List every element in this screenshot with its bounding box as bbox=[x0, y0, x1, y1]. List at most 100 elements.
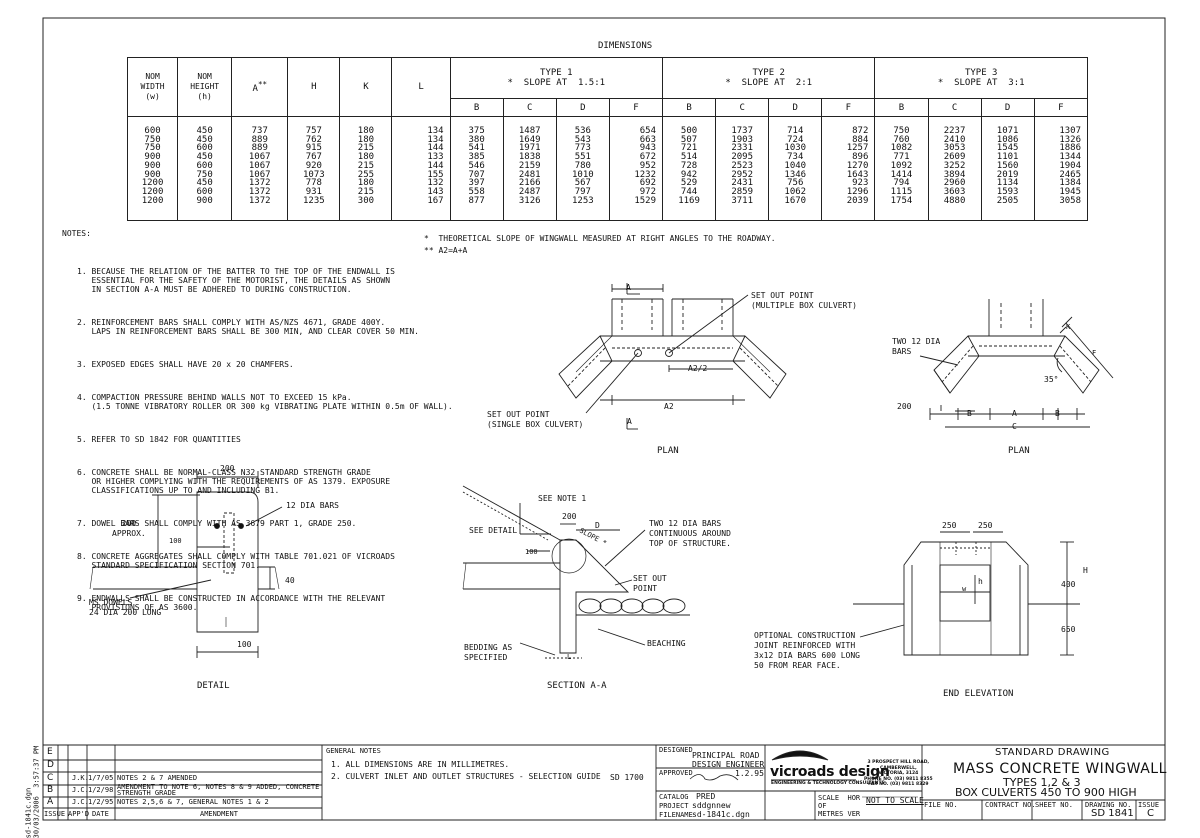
issue-label: ISSUE bbox=[1138, 801, 1160, 809]
contract-no-label: CONTRACT NO. bbox=[985, 801, 1036, 809]
table-column: 2237 2410 3053 2609 3252 3894 2960 3603 … bbox=[927, 116, 982, 221]
end-h-lower: h bbox=[978, 577, 983, 586]
section-l: L bbox=[567, 653, 572, 661]
footnote-slope: * THEORETICAL SLOPE OF WINGWALL MEASURED… bbox=[424, 234, 776, 243]
revision-date-b: 1/2/98 bbox=[88, 786, 114, 794]
revision-issue-a: A bbox=[47, 797, 54, 807]
header-type1: TYPE 1 * SLOPE AT 1.5:1 bbox=[449, 57, 664, 99]
table-column: 750 760 1082 771 1092 1414 794 1115 1754 bbox=[874, 116, 929, 221]
plan-view-1 bbox=[558, 283, 787, 430]
general-note-item: 1. ALL DIMENSIONS ARE IN MILLIMETRES. bbox=[331, 760, 510, 769]
plan1-caption: PLAN bbox=[657, 446, 679, 456]
general-note-item: 2. CULVERT INLET AND OUTLET STRUCTURES -… bbox=[331, 772, 601, 781]
header-k: K bbox=[339, 57, 393, 117]
plan2-f: F bbox=[1092, 349, 1097, 357]
sheet-border bbox=[42, 17, 1166, 821]
file-no-label: FILE NO. bbox=[924, 801, 958, 809]
section-dim100: 100 bbox=[525, 548, 538, 556]
section-see-note: SEE NOTE 1 bbox=[538, 494, 587, 503]
note-item: 8. CONCRETE AGGREGATES SHALL COMPLY WITH… bbox=[77, 552, 395, 570]
revision-head-issue: ISSUE bbox=[44, 810, 66, 818]
approved-date: 1.2.95 bbox=[735, 769, 764, 778]
table-column: 600 750 750 900 900 900 1200 1200 1200 bbox=[126, 116, 179, 221]
sub-header: B bbox=[662, 98, 717, 117]
sub-header: F bbox=[608, 98, 664, 117]
end-caption: END ELEVATION bbox=[943, 689, 1014, 699]
section-see-detail: SEE DETAIL bbox=[469, 526, 518, 535]
drawing-no-label: DRAWING NO. bbox=[1085, 801, 1132, 809]
drawing-number: SD 1841 bbox=[1091, 808, 1134, 819]
revision-issue-e: E bbox=[47, 747, 53, 757]
plan2-k: K bbox=[1066, 323, 1071, 331]
section-caption: SECTION A-A bbox=[547, 681, 607, 691]
table-column: 757 762 915 767 920 1073 778 931 1235 bbox=[287, 116, 341, 221]
table-column: 1307 1326 1886 1344 1904 2465 1384 1945 … bbox=[1033, 116, 1089, 221]
plan-view-2 bbox=[919, 299, 1114, 428]
revision-date-a: 1/2/95 bbox=[88, 798, 114, 806]
vicroads-logo: vicroads design bbox=[770, 764, 890, 780]
filename-value: sd-1841c.dgn bbox=[692, 810, 750, 819]
project-label: PROJECT bbox=[659, 802, 689, 810]
footnote-a2: ** A2=A+A bbox=[424, 246, 468, 255]
sub-header: C bbox=[715, 98, 770, 117]
note-item: 3. EXPOSED EDGES SHALL HAVE 20 x 20 CHAM… bbox=[77, 360, 294, 369]
revision-by-c: J.K. bbox=[72, 774, 89, 782]
general-notes-title: GENERAL NOTES bbox=[326, 747, 381, 755]
not-to-scale: NOT TO SCALE bbox=[866, 796, 924, 805]
sub-header: D bbox=[555, 98, 610, 117]
drawing-subtitle-types: TYPES 1,2 & 3 bbox=[1003, 776, 1081, 789]
section-dim200: 200 bbox=[562, 512, 577, 521]
plan1-set-out-multi: SET OUT POINT (MULTIPLE BOX CULVERT) bbox=[751, 291, 857, 310]
revision-head-appd: APP'D bbox=[68, 810, 90, 818]
header-nom-width: NOM WIDTH (w) bbox=[126, 57, 179, 117]
detail-view bbox=[89, 471, 283, 658]
revision-amend-b: AMENDMENT TO NOTE 6, NOTES 8 & 9 ADDED, … bbox=[117, 783, 320, 797]
detail-dim200: 200 bbox=[220, 464, 235, 473]
section-d: D bbox=[595, 521, 600, 530]
plan2-caption: PLAN bbox=[1008, 446, 1030, 456]
header-nom-height: NOM HEIGHT (h) bbox=[177, 57, 233, 117]
plan2-b1: B bbox=[967, 409, 972, 418]
table-column: 872 884 1257 896 1270 1643 923 1296 2039 bbox=[821, 116, 876, 221]
detail-dim40: 40 bbox=[285, 576, 295, 585]
revision-date-c: 1/7/05 bbox=[88, 774, 114, 782]
table-column: 737 889 889 1067 1067 1067 1372 1372 137… bbox=[231, 116, 289, 221]
approved-label: APPROVED bbox=[659, 769, 693, 777]
plan1-set-out-single: SET OUT POINT (SINGLE BOX CULVERT) bbox=[487, 410, 584, 429]
vicroads-logo-sub: ENGINEERING & TECHNOLOGY CONSULTANTS bbox=[771, 781, 885, 786]
drawing-title: MASS CONCRETE WINGWALL bbox=[953, 761, 1167, 777]
dimensions-title: DIMENSIONS bbox=[598, 41, 653, 51]
sub-header: F bbox=[1033, 98, 1089, 117]
dimensions-table: NOM WIDTH (w) NOM HEIGHT (h) A** H K L T… bbox=[126, 57, 1089, 221]
revision-by-b: J.C. bbox=[72, 786, 89, 794]
detail-dowels: MS DOWELS 24 DIA 200 LONG bbox=[89, 598, 162, 617]
detail-bars: 12 DIA BARS bbox=[286, 501, 339, 510]
sub-header: F bbox=[821, 98, 876, 117]
table-column: 375 380 541 385 546 707 397 558 877 bbox=[449, 116, 504, 221]
scale-label: SCALE HOR OF METRES VER bbox=[818, 794, 861, 818]
revision-amend-c: NOTES 2 & 7 AMENDED bbox=[117, 774, 198, 782]
end-dim400: 400 bbox=[1061, 580, 1076, 589]
end-dim250b: 250 bbox=[978, 521, 993, 530]
end-optional: OPTIONAL CONSTRUCTION JOINT REINFORCED W… bbox=[754, 631, 860, 670]
sub-header: B bbox=[874, 98, 929, 117]
office-address: 3 PROSPECT HILL ROAD, CAMBERWELL, VICTOR… bbox=[864, 760, 933, 787]
end-dim250a: 250 bbox=[942, 521, 957, 530]
section-beaching: BEACHING bbox=[647, 639, 686, 648]
notes-list: 1. BECAUSE THE RELATION OF THE BATTER TO… bbox=[77, 249, 453, 627]
note-item: 2. REINFORCEMENT BARS SHALL COMPLY WITH … bbox=[77, 318, 419, 336]
note-item: 9. ENDWALLS SHALL BE CONSTRUCTED IN ACCO… bbox=[77, 594, 386, 612]
plan2-dim200: 200 bbox=[897, 402, 912, 411]
standard-drawing-label: STANDARD DRAWING bbox=[995, 747, 1110, 758]
notes-title: NOTES: bbox=[62, 229, 91, 238]
section-view bbox=[462, 485, 690, 659]
drawing-subtitle-box: BOX CULVERTS 450 TO 900 HIGH bbox=[955, 786, 1137, 799]
end-elevation-view bbox=[853, 531, 1080, 656]
section-set-out: SET OUT POINT bbox=[633, 574, 667, 593]
table-column: 1071 1086 1545 1101 1560 2019 1134 1593 … bbox=[980, 116, 1035, 221]
section-bedding: BEDDING AS SPECIFIED bbox=[464, 643, 513, 662]
header-h: H bbox=[287, 57, 341, 117]
revision-amend-a: NOTES 2,5,6 & 7, GENERAL NOTES 1 & 2 bbox=[117, 798, 269, 806]
revision-by-a: J.C. bbox=[72, 798, 89, 806]
section-two-bars: TWO 12 DIA BARS CONTINUOUS AROUND TOP OF… bbox=[649, 519, 731, 548]
